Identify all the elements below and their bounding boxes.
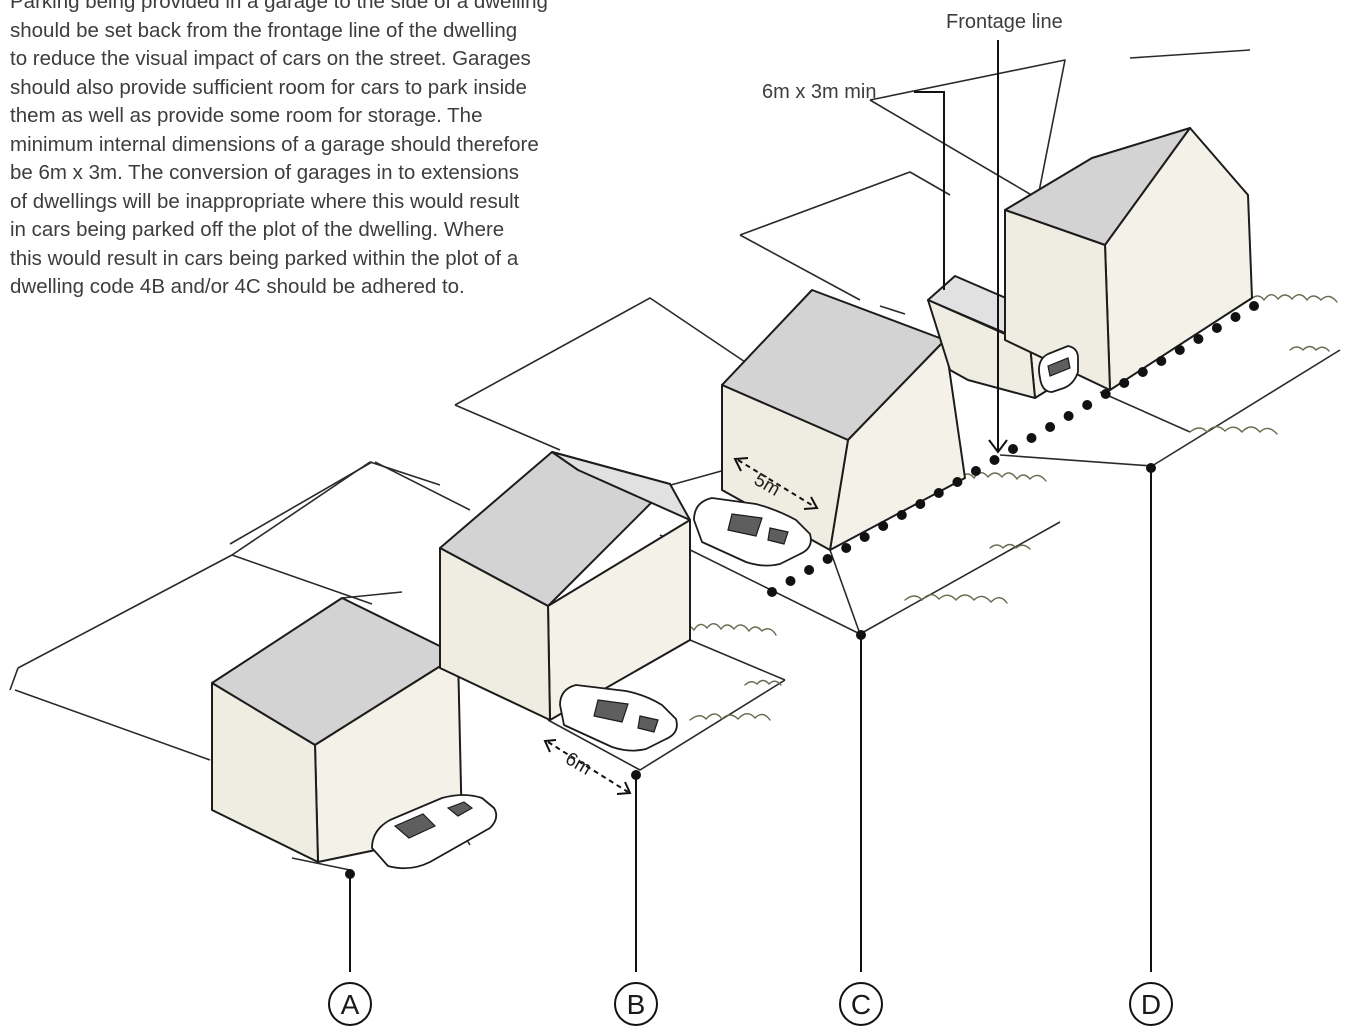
frontage-dot xyxy=(1212,323,1222,333)
marker-c-letter: C xyxy=(851,989,871,1020)
frontage-dot xyxy=(1027,433,1037,443)
dimension-6m-arrowhead-end xyxy=(617,782,630,794)
frontage-dot xyxy=(1064,411,1074,421)
garage-size-label: 6m x 3m min xyxy=(762,81,876,103)
frontage-dot xyxy=(915,499,925,509)
frontage-dot xyxy=(786,576,796,586)
frontage-dot xyxy=(1249,301,1259,311)
frontage-dot xyxy=(841,543,851,553)
garage-size-leader xyxy=(914,92,944,290)
frontage-dot xyxy=(1193,334,1203,344)
garage-size-callout: 6m x 3m min xyxy=(762,81,944,290)
frontage-dot xyxy=(823,554,833,564)
car-b xyxy=(560,685,677,751)
frontage-dot xyxy=(878,521,888,531)
house-b xyxy=(440,452,690,720)
frontage-dot xyxy=(1045,422,1055,432)
marker-d: D xyxy=(1130,463,1172,1025)
frontage-dot xyxy=(952,477,962,487)
marker-a-letter: A xyxy=(341,989,360,1020)
frontage-dot xyxy=(990,455,1000,465)
frontage-dot xyxy=(971,466,981,476)
marker-a: A xyxy=(329,869,371,1025)
frontage-dot xyxy=(1082,400,1092,410)
frontage-dot xyxy=(1175,345,1185,355)
frontage-line-label: Frontage line xyxy=(946,11,1063,33)
frontage-dot xyxy=(1008,444,1018,454)
marker-d-letter: D xyxy=(1141,989,1161,1020)
marker-c: C xyxy=(840,630,882,1025)
house-d xyxy=(1005,128,1252,390)
marker-b: B xyxy=(615,770,657,1025)
frontage-dot xyxy=(1156,356,1166,366)
dimension-6m-arrowhead-start xyxy=(545,740,556,752)
frontage-dot xyxy=(1231,312,1241,322)
frontage-dot xyxy=(804,565,814,575)
frontage-dot xyxy=(897,510,907,520)
frontage-dot xyxy=(860,532,870,542)
frontage-dot xyxy=(1101,389,1111,399)
frontage-dot xyxy=(934,488,944,498)
frontage-dot xyxy=(767,587,777,597)
frontage-dot xyxy=(1119,378,1129,388)
frontage-dot xyxy=(1138,367,1148,377)
marker-b-letter: B xyxy=(627,989,646,1020)
house-a-ridge xyxy=(342,592,402,598)
